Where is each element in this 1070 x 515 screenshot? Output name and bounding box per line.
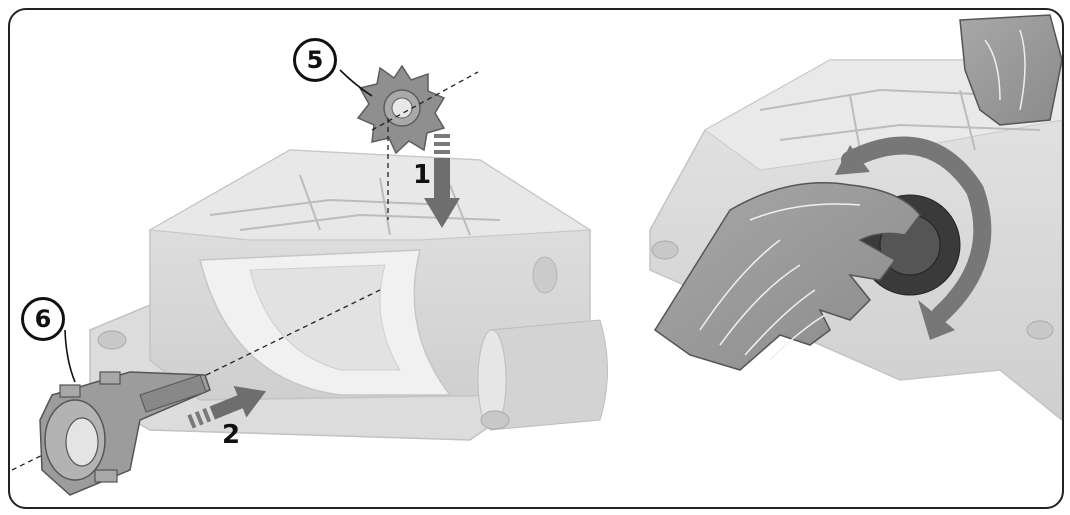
step-1-arrow [424,134,460,228]
callout-6-label: 6 [34,305,52,333]
step-1-label: 1 [413,160,432,190]
sprocket-icon [356,64,446,155]
alignment-axes [11,71,479,471]
callout-5: 5 [293,38,337,82]
rotation-arrow-icon [835,136,992,340]
hand-icon [959,14,1062,126]
turning-hand-icon [653,182,921,371]
callout-leaders [64,69,373,383]
step-2-arrow [187,386,267,429]
callout-5-label: 5 [306,46,324,74]
callout-6: 6 [21,297,65,341]
coupling-icon [39,371,211,496]
step-2-label: 2 [222,420,241,450]
